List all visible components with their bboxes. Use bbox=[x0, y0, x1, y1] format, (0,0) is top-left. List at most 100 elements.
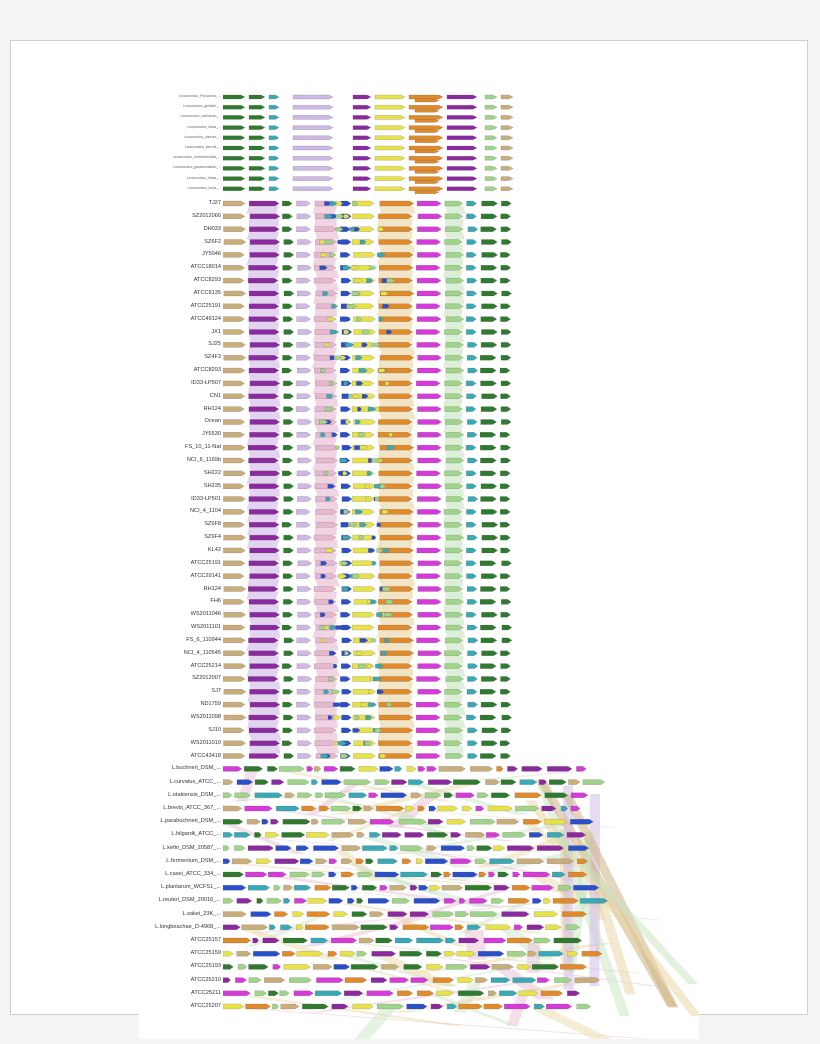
gene-arrow bbox=[500, 393, 511, 399]
strain-label: L.reuteri_DSM_20016_... bbox=[158, 897, 221, 904]
gene-arrow bbox=[222, 964, 234, 970]
gene-arrow bbox=[296, 200, 311, 207]
gene-arrow bbox=[353, 586, 376, 592]
homology-link bbox=[312, 694, 337, 703]
gene-arrow bbox=[341, 871, 355, 878]
gene-arrow bbox=[408, 156, 444, 161]
gene-arrow bbox=[340, 753, 349, 759]
gene-arrow bbox=[297, 792, 313, 798]
gene-arrow bbox=[268, 125, 280, 130]
gene-arrow bbox=[333, 911, 348, 917]
gene-arrow bbox=[345, 419, 351, 425]
homology-link bbox=[379, 398, 415, 407]
gene-arrow bbox=[457, 977, 474, 983]
strain-label: ATCC8293 bbox=[193, 277, 221, 284]
homology-link bbox=[312, 437, 337, 446]
homology-link bbox=[443, 398, 463, 407]
gene-arrow bbox=[379, 650, 415, 656]
gene-arrow bbox=[222, 278, 245, 284]
gene-arrow bbox=[514, 924, 523, 930]
gene-arrow bbox=[335, 227, 344, 232]
homology-link bbox=[315, 424, 340, 433]
gene-arrow bbox=[248, 156, 266, 161]
gene-arrow bbox=[292, 105, 334, 110]
gene-arrow bbox=[386, 329, 393, 335]
gene-arrow bbox=[384, 612, 393, 617]
gene-arrow bbox=[445, 342, 464, 348]
gene-arrow bbox=[234, 845, 246, 851]
gene-arrow bbox=[416, 380, 441, 386]
gene-arrow bbox=[466, 316, 477, 322]
gene-arrow bbox=[320, 368, 327, 373]
gene-arrow bbox=[445, 599, 464, 605]
gene-arrow bbox=[328, 676, 335, 682]
homology-link bbox=[376, 604, 413, 613]
gene-arrow bbox=[292, 125, 334, 130]
gene-arrow bbox=[374, 186, 406, 191]
gene-arrow bbox=[223, 689, 247, 695]
gene-arrow bbox=[350, 964, 379, 970]
gene-arrow bbox=[416, 239, 441, 245]
gene-arrow bbox=[341, 663, 352, 669]
gene-arrow bbox=[320, 574, 327, 579]
gene-arrow bbox=[507, 937, 533, 944]
gene-arrow bbox=[307, 898, 328, 904]
gene-arrow bbox=[445, 226, 464, 232]
gene-arrow bbox=[484, 145, 498, 151]
homology-link bbox=[249, 308, 280, 317]
homology-link bbox=[312, 206, 337, 214]
gene-arrow bbox=[389, 845, 399, 851]
gene-arrow bbox=[466, 355, 478, 361]
gene-arrow bbox=[444, 393, 464, 399]
gene-arrow bbox=[222, 951, 234, 957]
gene-arrow bbox=[414, 109, 440, 113]
gene-arrow bbox=[500, 702, 512, 708]
gene-arrow bbox=[544, 792, 568, 798]
gene-arrow bbox=[321, 638, 326, 643]
gene-arrow bbox=[296, 689, 312, 695]
homology-link bbox=[246, 206, 279, 214]
gene-arrow bbox=[341, 689, 352, 695]
homology-link bbox=[378, 283, 413, 291]
gene-arrow bbox=[418, 885, 429, 891]
gene-arrow bbox=[469, 911, 498, 917]
gene-arrow bbox=[500, 445, 511, 451]
gene-arrow bbox=[452, 779, 481, 785]
gene-arrow bbox=[296, 637, 311, 643]
gene-arrow bbox=[478, 871, 486, 878]
gene-arrow bbox=[359, 239, 367, 245]
gene-arrow bbox=[248, 115, 266, 120]
gene-arrow bbox=[248, 650, 279, 656]
gene-arrow bbox=[368, 689, 376, 694]
gene-arrow bbox=[243, 766, 263, 772]
homology-link bbox=[379, 501, 416, 510]
gene-arrow bbox=[223, 740, 246, 746]
gene-arrow bbox=[345, 342, 355, 347]
homology-link bbox=[445, 642, 465, 651]
gene-arrow bbox=[327, 715, 333, 720]
homology-link bbox=[247, 694, 279, 703]
gene-arrow bbox=[223, 714, 247, 721]
gene-arrow bbox=[248, 135, 266, 140]
gene-arrow bbox=[282, 278, 293, 284]
gene-arrow bbox=[577, 858, 588, 864]
gene-arrow bbox=[352, 135, 372, 140]
gene-arrow bbox=[484, 125, 498, 130]
gene-arrow bbox=[341, 637, 352, 643]
gene-arrow bbox=[340, 483, 352, 489]
homology-link bbox=[379, 745, 414, 754]
gene-arrow bbox=[500, 265, 512, 271]
gene-arrow bbox=[222, 186, 246, 191]
gene-arrow bbox=[425, 858, 449, 864]
gene-arrow bbox=[248, 599, 280, 605]
gene-arrow bbox=[248, 94, 266, 100]
gene-arrow bbox=[445, 753, 464, 759]
gene-arrow bbox=[397, 990, 414, 996]
gene-arrow bbox=[311, 779, 318, 785]
gene-arrow bbox=[352, 200, 375, 207]
gene-arrow bbox=[292, 135, 334, 140]
strain-label: L.longbeachae_D-4968_... bbox=[155, 923, 221, 930]
gene-arrow bbox=[458, 1003, 483, 1010]
gene-arrow bbox=[325, 239, 335, 245]
gene-arrow bbox=[348, 819, 368, 825]
